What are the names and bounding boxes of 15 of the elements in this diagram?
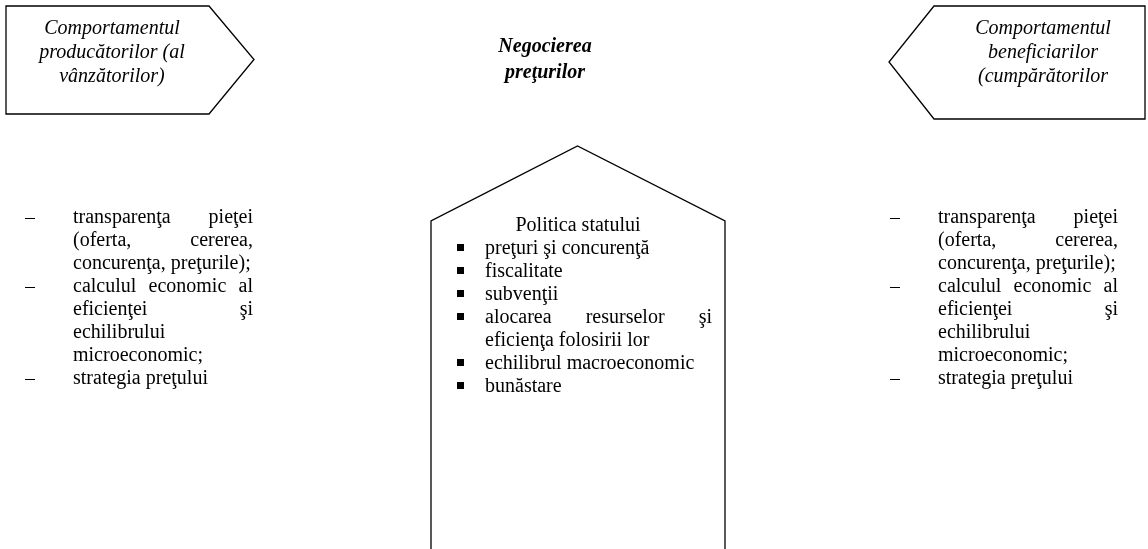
list-item: calculul economic al eficienţei şi echilibrului microeconomic; (938, 274, 1118, 366)
list-item: calculul economic al eficienţei şi echilibrului microeconomic; (73, 274, 253, 366)
heading: Negocierea preţurilor (497, 33, 593, 84)
list-item: preţuri şi concurenţă (485, 236, 651, 259)
list-item: transparenţa pieţei (oferta, cererea, concurenţa, preţurile); (73, 205, 253, 274)
arrow-label: Comportamentul producătorilor (al vânzătorilor) (37, 15, 186, 87)
list-item: echilibrul macroeconomic (485, 351, 696, 374)
arrow-label: Comportamentul beneficiarilor (cumpărătorilor (974, 15, 1112, 87)
list-item: strategia preţului (938, 366, 1074, 389)
list-item: bunăstare (485, 374, 563, 397)
list-item: strategia preţului (73, 366, 209, 389)
list-item: fiscalitate (485, 259, 564, 282)
list-item: transparenţa pieţei (oferta, cererea, concurenţa, preţurile); (938, 205, 1118, 274)
panel-heading: Politica statului (514, 213, 642, 236)
list-item: subvenţii (485, 282, 560, 305)
